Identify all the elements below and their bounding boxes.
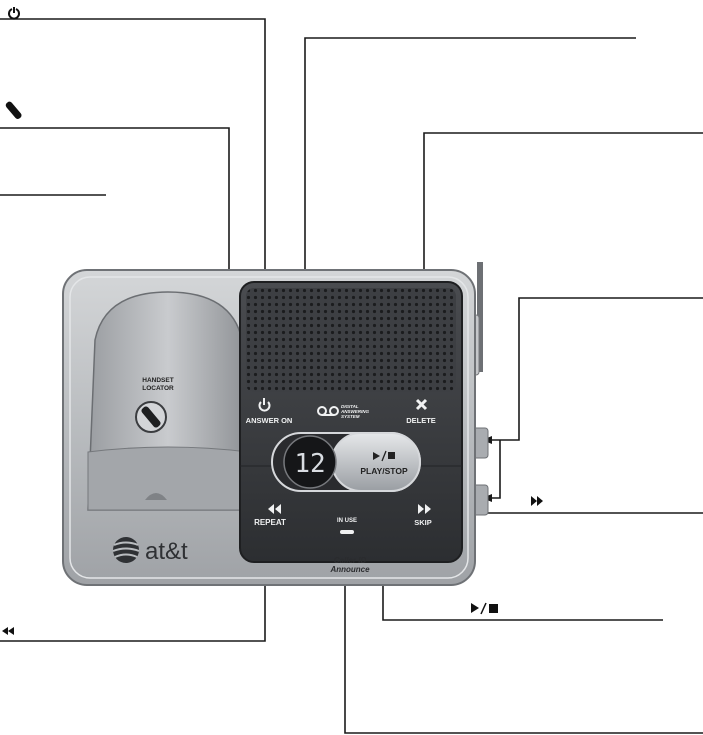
volume-up-button[interactable] — [470, 428, 488, 458]
answer-on-label: ANSWER ON — [246, 416, 293, 425]
panel-play-stop-icon — [373, 450, 395, 462]
handset-locator-label-1: HANDSET — [142, 377, 173, 384]
play-stop-label: PLAY/STOP — [360, 466, 408, 476]
voicemail-icon — [317, 406, 339, 416]
rewind-icon — [2, 627, 14, 635]
handset-locator-label-2: LOCATOR — [142, 385, 174, 392]
panel-skip-icon — [418, 504, 431, 514]
answer-on-icon — [258, 398, 271, 412]
play-stop-icon — [471, 602, 498, 615]
handset-locator-button[interactable] — [136, 402, 166, 432]
message-count-display: 12 — [294, 449, 325, 479]
caller-id-label-2: Announce — [329, 565, 370, 574]
das-label-2: ANSWERING — [340, 409, 369, 414]
play-stop-button[interactable] — [334, 435, 418, 489]
base-station: HANDSET LOCATOR ANSWER ON DIGITAL ANSWER… — [62, 262, 489, 586]
answer-on-button[interactable] — [250, 396, 288, 428]
das-label-3: SYSTEM — [341, 414, 360, 419]
repeat-button[interactable] — [252, 498, 292, 530]
panel-rewind-icon — [268, 504, 281, 514]
delete-label: DELETE — [406, 416, 436, 425]
delete-button[interactable] — [404, 396, 440, 428]
fast-forward-icon — [531, 496, 543, 506]
repeat-label: REPEAT — [254, 518, 286, 527]
power-icon — [8, 7, 20, 20]
skip-label: SKIP — [414, 518, 432, 527]
skip-button[interactable] — [404, 498, 444, 530]
in-use-light — [340, 530, 354, 534]
das-label-1: DIGITAL — [341, 404, 359, 409]
caller-id-label-1: Caller ID — [334, 556, 367, 565]
in-use-label: IN USE — [337, 518, 357, 524]
x-icon — [415, 398, 428, 411]
att-globe-icon — [112, 537, 140, 563]
volume-down-button[interactable] — [470, 485, 488, 515]
handset-icon — [5, 101, 22, 120]
brand-logo-text: at&t — [145, 538, 188, 565]
